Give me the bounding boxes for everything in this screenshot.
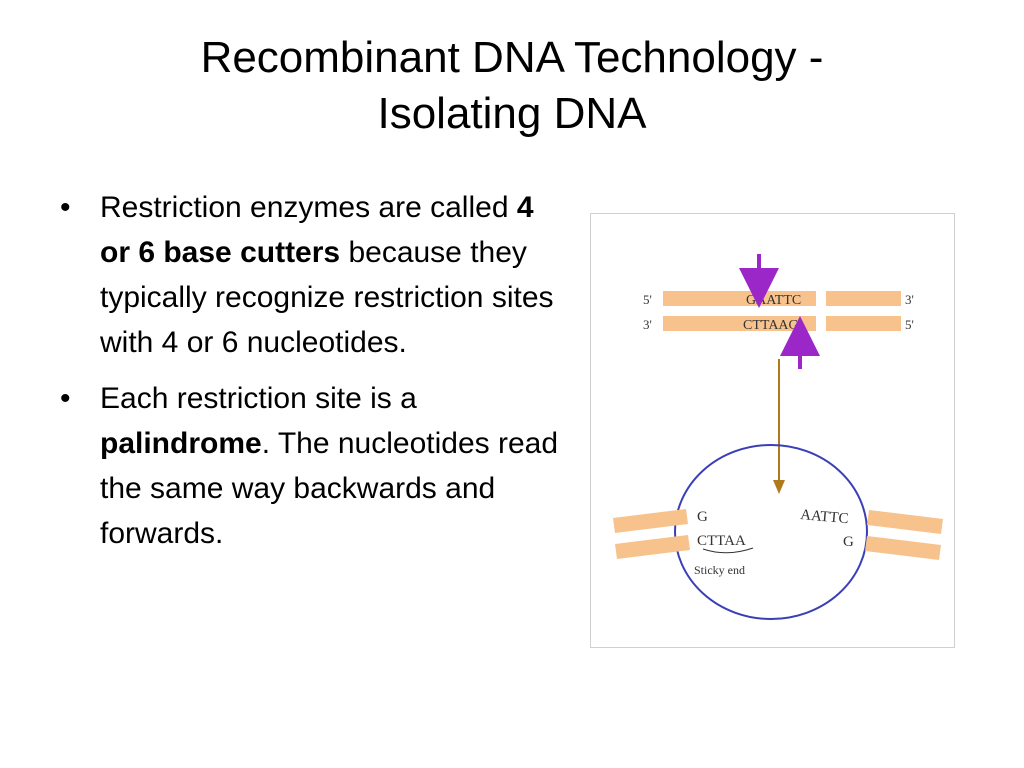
slide-title: Recombinant DNA Technology - Isolating D… <box>60 30 964 142</box>
top-strand-left-upper <box>663 291 738 306</box>
bullet-item-palindrome: • Each restriction site is a palindrome.… <box>60 376 560 556</box>
bullet-text: Each restriction site is a <box>100 382 417 415</box>
sequence-top: GAATTC <box>746 293 801 308</box>
bullet-marker: • <box>60 191 71 224</box>
bullet-text: because they typically recognize restric… <box>100 236 554 359</box>
sequence-bottom: CTTAAG <box>743 318 799 333</box>
bullet-text: . The nucleotides read the same way back… <box>100 427 559 550</box>
restriction-enzyme-diagram: 5' 3' 3' 5' GAATTC CTTAAG G CTTAA Sticky… <box>590 213 955 648</box>
bullet-marker: • <box>60 382 71 415</box>
label-5-prime-bottom-right: 5' <box>905 317 914 332</box>
fragment-right-overhang: AATTC <box>800 507 850 527</box>
fragment-left-upper <box>613 509 688 533</box>
top-strand-left-lower <box>663 316 738 331</box>
fragment-right-upper <box>867 510 943 534</box>
fragment-right-lower <box>865 536 941 560</box>
top-strand-right-upper <box>826 291 901 306</box>
bullet-item-base-cutters: • Restriction enzymes are called 4 or 6 … <box>60 185 560 365</box>
top-strand-right-lower <box>826 316 901 331</box>
fragment-left-overhang: CTTAA <box>697 533 746 549</box>
bullet-bold-text: 4 or 6 base cutters <box>100 191 534 269</box>
main-arrow-head <box>773 480 785 494</box>
bullet-text: Restriction enzymes are called <box>100 191 517 224</box>
diagram-svg: 5' 3' 3' 5' GAATTC CTTAAG G CTTAA Sticky… <box>613 254 943 620</box>
fragment-right-bottom-base: G <box>843 534 854 550</box>
sticky-end-label: Sticky end <box>694 563 745 577</box>
bullet-list: • Restriction enzymes are called 4 or 6 … <box>60 185 560 567</box>
bullet-bold-text: palindrome <box>100 427 262 460</box>
sticky-end-bracket <box>702 547 754 554</box>
title-line-1: Recombinant DNA Technology - <box>200 33 824 82</box>
title-line-2: Isolating DNA <box>377 89 647 138</box>
cell-outline <box>674 444 868 620</box>
label-3-prime-top-right: 3' <box>905 292 914 307</box>
fragment-left-lower <box>615 535 690 559</box>
label-5-prime-top-left: 5' <box>643 292 652 307</box>
fragment-left-top-base: G <box>697 509 708 525</box>
label-3-prime-bottom-left: 3' <box>643 317 652 332</box>
